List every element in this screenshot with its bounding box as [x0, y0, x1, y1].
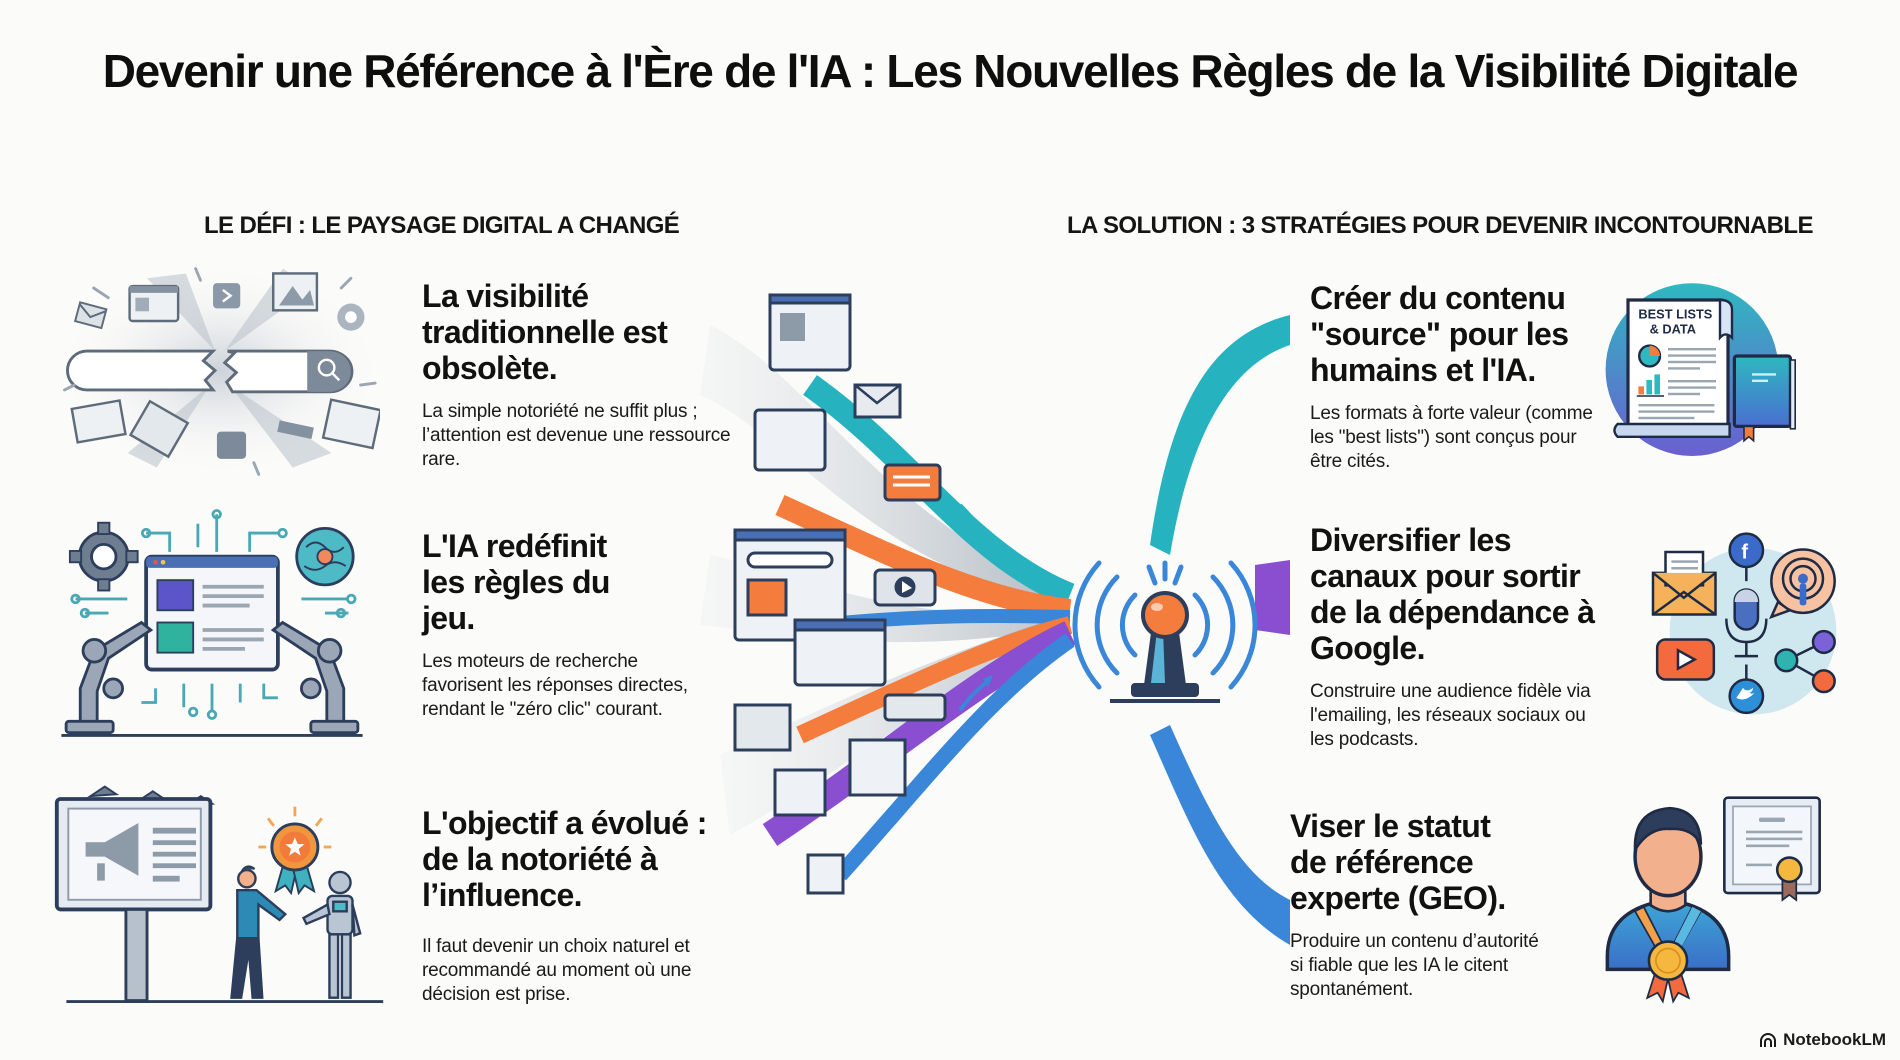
notebooklm-logo-icon [1760, 1033, 1777, 1047]
challenge-item-3-body: Il faut devenir un choix naturel et reco… [422, 936, 692, 1005]
svg-text:f: f [1741, 542, 1748, 564]
solution-item-2: Diversifier les canaux pour sortir de la… [1310, 522, 1610, 752]
solution-item-1: Créer du contenu "source" pour les humai… [1310, 280, 1620, 474]
challenge-item-3: L'objectif a évolué : de la notoriété à … [422, 805, 742, 1007]
broken-search-bar-icon [50, 258, 380, 483]
challenge-item-3-heading: L'objectif a évolué : de la notoriété à … [422, 805, 707, 913]
solution-item-3-body: Produire un contenu d’autorité si fiable… [1290, 931, 1539, 1000]
billboard-handshake-icon [45, 775, 395, 1015]
solution-item-1-body: Les formats à forte valeur (comme les "b… [1310, 403, 1593, 472]
solution-item-2-heading: Diversifier les canaux pour sortir de la… [1310, 522, 1595, 666]
challenge-item-1: La visibilité traditionnelle est obsolèt… [422, 278, 752, 472]
solution-item-2-body: Construire une audience fidèle via l'ema… [1310, 681, 1591, 750]
multichannel-icon: f [1628, 512, 1878, 742]
solution-item-3-heading: Viser le statut de référence experte (GE… [1290, 808, 1506, 916]
solution-section-heading: LA SOLUTION : 3 STRATÉGIES POUR DEVENIR … [1067, 212, 1813, 239]
challenge-item-2: L'IA redéfinit les règles du jeu. Les mo… [422, 528, 722, 722]
best-lists-line2: & DATA [1650, 322, 1696, 337]
challenge-item-2-body: Les moteurs de recherche favorisent les … [422, 651, 688, 720]
challenge-item-1-heading: La visibilité traditionnelle est obsolèt… [422, 278, 668, 386]
expert-medal-icon [1590, 785, 1850, 1015]
robot-arms-browser-icon [52, 500, 372, 745]
broadcast-antenna-icon [1120, 560, 1121, 561]
challenge-item-2-heading: L'IA redéfinit les règles du jeu. [422, 528, 610, 636]
page-title: Devenir une Référence à l'Ère de l'IA : … [102, 45, 1799, 97]
brand-label: NotebookLM [1783, 1030, 1886, 1049]
challenge-item-1-body: La simple notoriété ne suffit plus ; l’a… [422, 401, 731, 470]
challenge-section-heading: LE DÉFI : LE PAYSAGE DIGITAL A CHANGÉ [204, 212, 680, 239]
notebooklm-brand: NotebookLM [1759, 1030, 1886, 1050]
solution-item-1-heading: Créer du contenu "source" pour les humai… [1310, 280, 1569, 388]
content-flow-diagram [690, 255, 1290, 975]
best-lists-line1: BEST LISTS [1638, 306, 1712, 321]
solution-item-3: Viser le statut de référence experte (GE… [1290, 808, 1580, 1002]
best-lists-document-icon: BEST LISTS & DATA [1600, 262, 1840, 482]
